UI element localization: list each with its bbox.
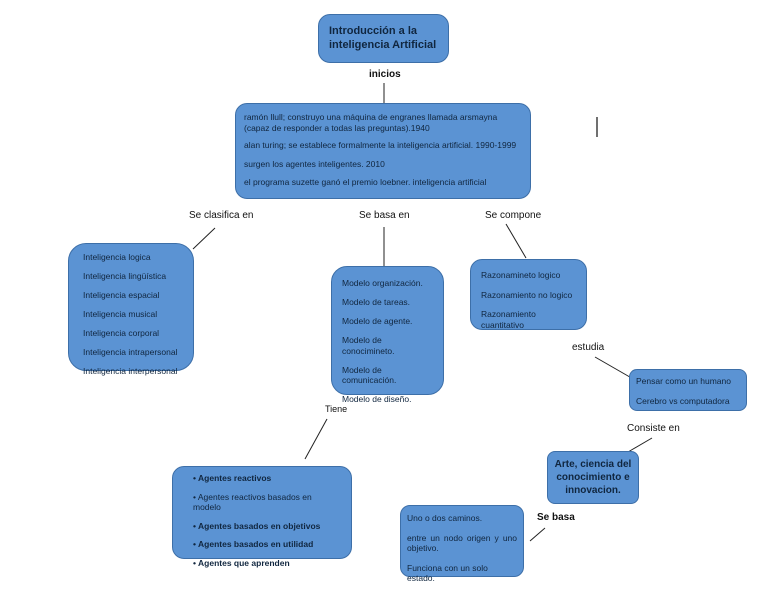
label-estudia: estudia xyxy=(572,342,605,353)
modelo-item: Modelo de agente. xyxy=(342,316,413,326)
agente-item: Agentes reactivos basados en modelo xyxy=(193,492,339,513)
clasifica-item: Inteligencia interpersonal xyxy=(83,366,178,376)
agente-item: Agentes que aprenden xyxy=(193,558,339,569)
agente-item: Agentes reactivos xyxy=(193,473,339,484)
razonamiento-item: Razonamiento no logico xyxy=(481,289,573,300)
modelo-item: Modelo de tareas. xyxy=(342,297,411,307)
razonamiento-item: Razonamineto logico xyxy=(481,270,561,280)
label-inicios: inicios xyxy=(369,69,401,80)
razonamiento-item: Razonamiento cuantitativo xyxy=(481,309,536,330)
clasifica-box: Inteligencia logica Inteligencia lingüís… xyxy=(68,243,194,376)
connector-consiste xyxy=(627,437,653,453)
inicios-item: el programa suzette ganó el premio loebn… xyxy=(244,177,487,187)
inicios-item: surgen los agentes inteligentes. 2010 xyxy=(244,158,385,169)
inicios-item: alan turing; se establece formalmente la… xyxy=(244,140,517,150)
modelo-item: Modelo de comunicación. xyxy=(342,364,397,386)
title-line-2: inteligencia Artificial xyxy=(329,39,437,51)
connector-se-basa xyxy=(529,527,546,542)
agentes-box: Agentes reactivos Agentes reactivos basa… xyxy=(172,466,352,568)
clasifica-item: Inteligencia espacial xyxy=(83,290,160,300)
razonamiento-box: Razonamineto logico Razonamiento no logi… xyxy=(470,259,587,330)
label-compone: Se compone xyxy=(485,210,542,221)
inicios-box: ramón llull; construyo una máquina de en… xyxy=(235,103,531,199)
modelos-box: Modelo organización. Modelo de tareas. M… xyxy=(331,266,444,404)
modelo-item: Modelo de diseño. xyxy=(342,394,412,404)
connector-clasifica xyxy=(192,227,216,250)
agente-item: Agentes basados en objetivos xyxy=(193,521,339,532)
modelo-item: Modelo organización. xyxy=(342,278,423,288)
caminos-box: Uno o dos caminos. entre un nodo origen … xyxy=(400,505,524,583)
agente-item: Agentes basados en utilidad xyxy=(193,539,339,550)
pensar-box: Pensar como un humano Cerebro vs computa… xyxy=(629,369,747,411)
caminos-item: Funciona con un solo estado. xyxy=(407,562,488,584)
agentes-list: Agentes reactivos Agentes reactivos basa… xyxy=(193,473,339,568)
arte-box: Arte, ciencia del conocimiento e innovac… xyxy=(547,451,639,504)
arte-line-2: conocimiento e xyxy=(556,472,630,483)
arte-line-1: Arte, ciencia del xyxy=(554,459,632,470)
clasifica-item: Inteligencia lingüística xyxy=(83,271,167,281)
modelo-item: Modelo de conocimineto. xyxy=(342,335,395,356)
pensar-item: Cerebro vs computadora xyxy=(636,395,730,406)
label-basa-en: Se basa en xyxy=(359,210,410,221)
title-line-1: Introducción a la xyxy=(329,25,418,37)
clasifica-item: Inteligencia corporal xyxy=(83,328,160,338)
label-tiene: Tiene xyxy=(325,404,348,414)
label-se-basa: Se basa xyxy=(537,512,575,523)
label-clasifica: Se clasifica en xyxy=(189,210,254,221)
caminos-item: Uno o dos caminos. xyxy=(407,513,483,523)
connector-tiene xyxy=(304,418,328,460)
inicios-item: ramón llull; construyo una máquina de en… xyxy=(244,112,498,133)
connector-estudia xyxy=(594,356,636,381)
label-consiste: Consiste en xyxy=(627,423,680,434)
clasifica-item: Inteligencia musical xyxy=(83,309,158,319)
clasifica-item: Inteligencia intrapersonal xyxy=(83,347,178,357)
pensar-item: Pensar como un humano xyxy=(636,376,731,386)
caminos-item: entre un nodo origen y uno objetivo. xyxy=(407,532,517,554)
clasifica-item: Inteligencia logica xyxy=(83,252,151,262)
arte-line-3: innovacion. xyxy=(565,485,621,496)
connector-compone xyxy=(505,223,527,259)
title-box: Introducción a la inteligencia Artificia… xyxy=(318,14,449,63)
